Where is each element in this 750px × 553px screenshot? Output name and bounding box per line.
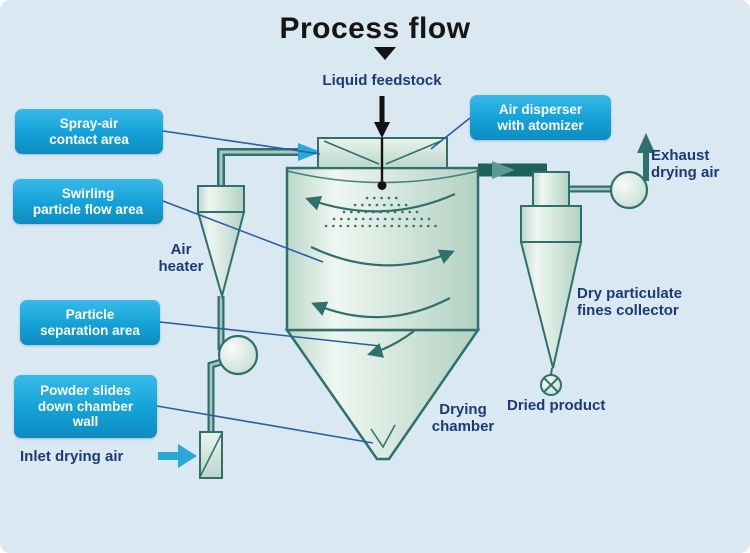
callout-pointer-line <box>156 405 374 444</box>
callout-pointer-line <box>430 117 471 150</box>
fines-collector-cyclone <box>519 171 583 376</box>
label-dried-product: Dried product <box>507 397 606 414</box>
exhaust-fan <box>609 170 649 210</box>
label-inlet-drying-air: Inlet drying air <box>20 448 124 465</box>
callout-swirling-particle-flow-area: Swirling particle flow area <box>13 179 163 224</box>
callout-pointer-line <box>159 321 381 347</box>
feed-arrow <box>374 96 390 138</box>
flow-pointer-triangle <box>374 47 396 60</box>
label-exhaust-drying-air: Exhaust drying air <box>651 147 720 182</box>
chamber-to-collector-duct <box>478 161 547 179</box>
label-air-heater: Air heater <box>158 241 204 276</box>
callout-pointer-lines <box>156 117 471 444</box>
spray-dots <box>324 196 440 228</box>
air-filter-box <box>199 431 223 479</box>
callout-air-disperser-atomizer: Air disperser with atomizer <box>470 95 611 140</box>
duct-flow-arrow <box>492 161 515 179</box>
exhaust-air-arrow <box>637 133 655 181</box>
cone-outlet-mark <box>370 424 396 449</box>
callout-spray-air-contact-area: Spray-air contact area <box>15 109 163 154</box>
dried-product-outlet <box>540 374 562 396</box>
label-drying-chamber: Drying chamber <box>431 401 495 436</box>
air-heater-vessel <box>196 185 246 300</box>
callout-powder-slides-down-wall: Powder slides down chamber wall <box>14 375 157 438</box>
inlet-air-pipe <box>207 357 226 432</box>
callout-particle-separation-area: Particle separation area <box>20 300 160 345</box>
callout-pointer-line <box>162 130 321 155</box>
label-fines-collector: Dry particulate fines collector <box>577 285 683 320</box>
swirl-arrows <box>305 192 456 358</box>
heated-air-pipe <box>217 148 302 350</box>
label-liquid-feedstock: Liquid feedstock <box>322 72 442 89</box>
atomizer <box>377 181 387 190</box>
callout-pointer-line <box>162 200 324 263</box>
inlet-fan <box>217 334 259 376</box>
inlet-air-arrow <box>158 444 197 468</box>
page-title: Process flow <box>279 12 471 45</box>
